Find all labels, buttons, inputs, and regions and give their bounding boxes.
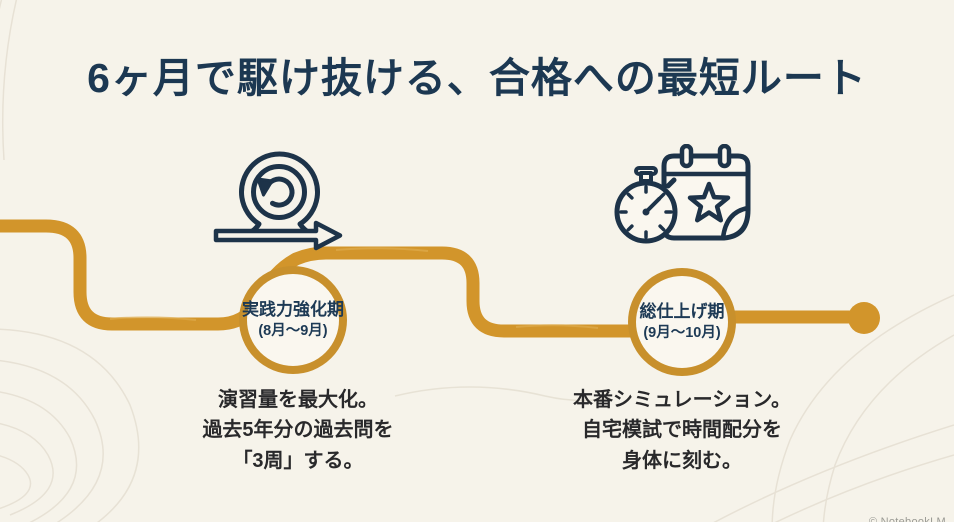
desc-line: 自宅模試で時間配分を: [582, 419, 782, 442]
stopwatch-calendar-icon: [614, 144, 751, 244]
sprint-iteration-icon: [213, 151, 343, 251]
watermark: © NotebookLM: [868, 516, 946, 522]
route-end-dot: [848, 302, 880, 334]
desc-line: 過去5年分の過去問を: [202, 419, 394, 442]
desc-line: 演習量を最大化。: [218, 389, 378, 411]
desc-line: 身体に刻む。: [622, 449, 742, 472]
milestone-circle-1: [239, 266, 347, 374]
desc-line: 「3周」する。: [232, 449, 364, 472]
milestone-circle-2: [628, 268, 736, 376]
milestone-2-description: 本番シミュレーション。 自宅模試で時間配分を 身体に刻む。: [532, 385, 832, 476]
page-title: 6ヶ月で駆け抜ける、合格への最短ルート: [87, 55, 867, 101]
desc-line: 本番シミュレーション。: [573, 389, 791, 411]
milestone-1-description: 演習量を最大化。 過去5年分の過去問を 「3周」する。: [148, 385, 448, 476]
star-icon: [687, 181, 731, 223]
